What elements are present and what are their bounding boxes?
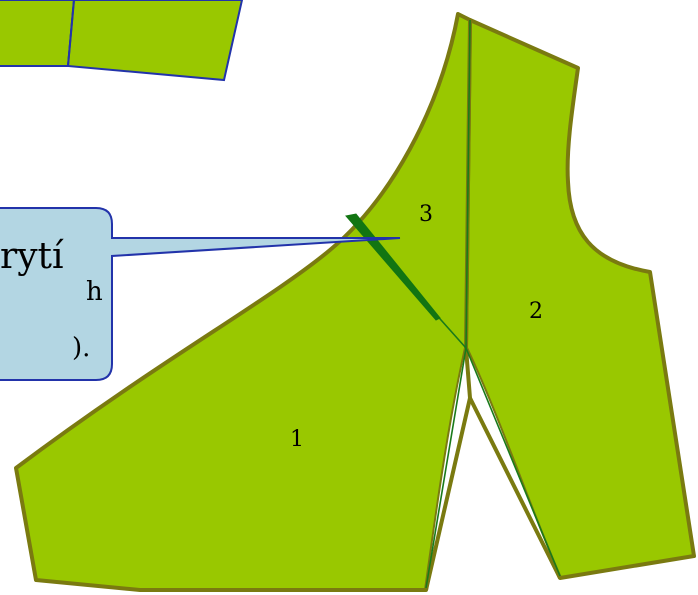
piece-2 xyxy=(464,18,696,580)
top-seam-line xyxy=(67,0,75,67)
piece-label-3: 3 xyxy=(419,202,433,227)
seam-right-down xyxy=(465,347,561,577)
seam-vertical xyxy=(465,19,471,349)
top-piece-left xyxy=(0,0,76,67)
callout-line-2: h xyxy=(86,277,103,307)
dart-opening xyxy=(426,348,472,590)
callout-bubble xyxy=(0,207,401,381)
top-piece-right xyxy=(66,0,244,82)
callout-line-3: ). xyxy=(72,333,90,363)
seam-left-down xyxy=(425,347,467,589)
callout-line-1: rytí xyxy=(0,236,64,277)
top-pattern-pieces xyxy=(0,0,244,82)
dart-wedge-right xyxy=(468,397,562,579)
callout: rytí h ). xyxy=(0,207,401,381)
piece-label-1: 1 xyxy=(290,427,304,452)
piece-label-2: 2 xyxy=(529,299,543,324)
